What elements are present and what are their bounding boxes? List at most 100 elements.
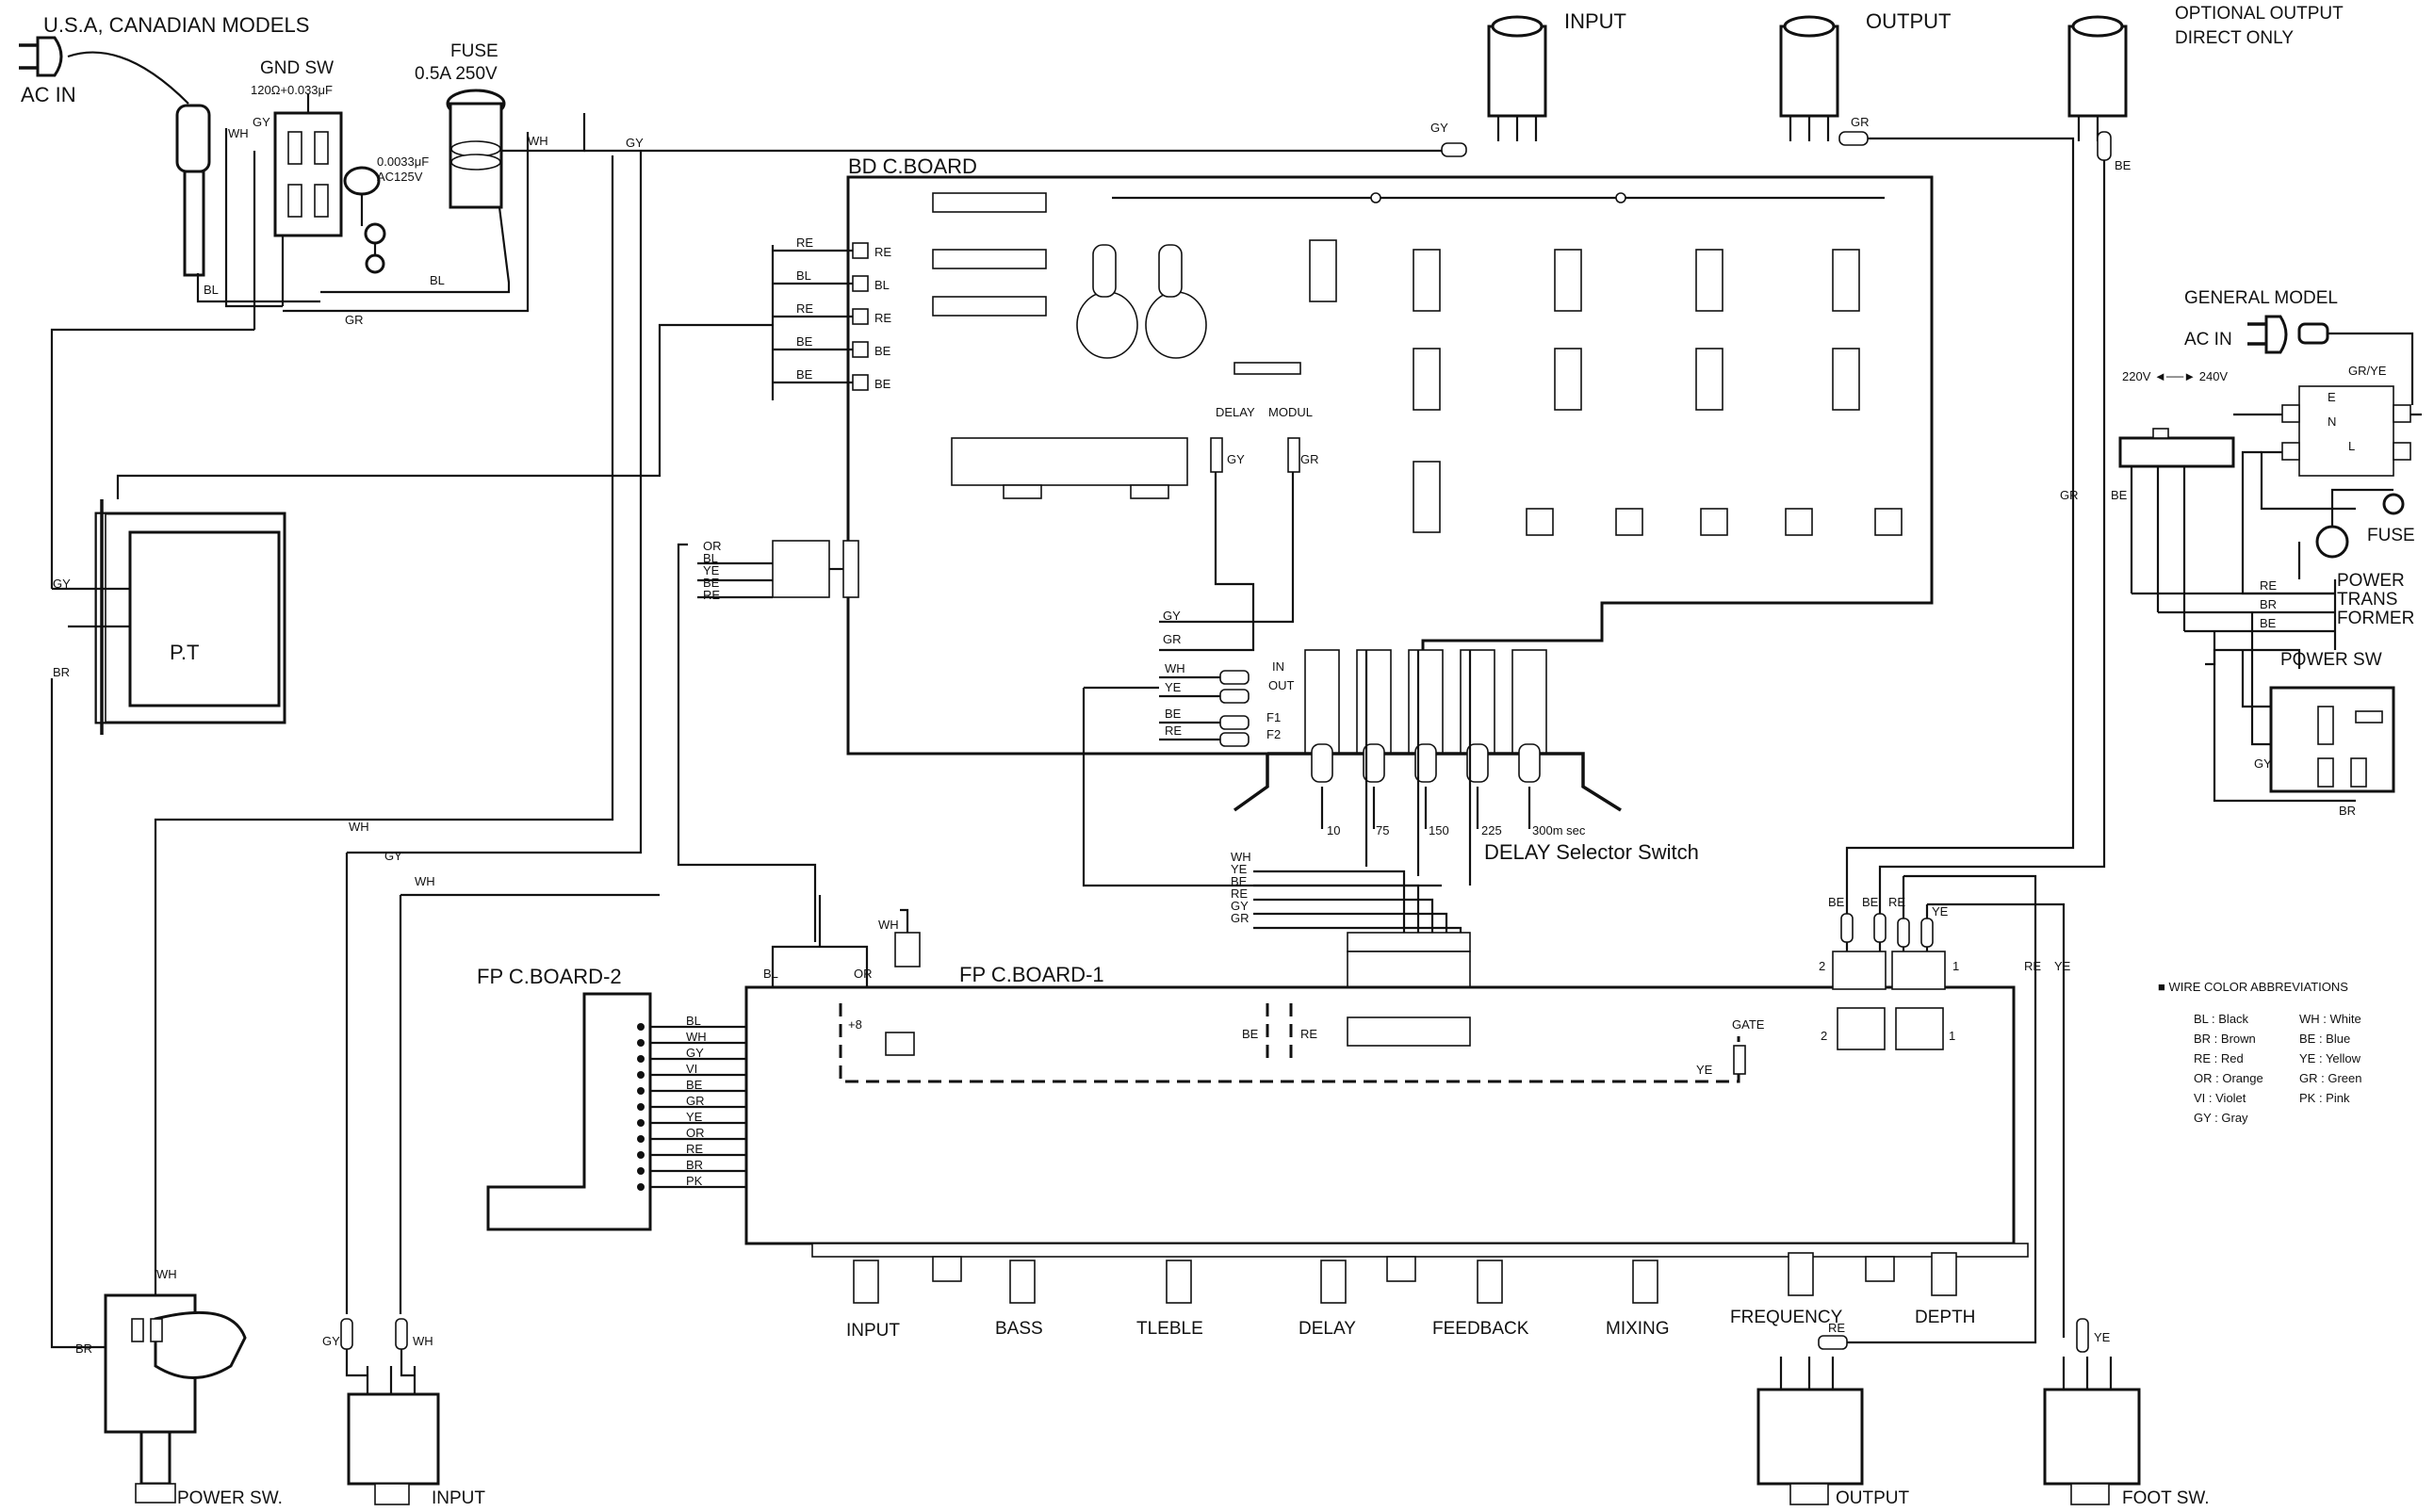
bd-left-wire-2: RE bbox=[796, 301, 813, 316]
delay-bundle-3: RE bbox=[1231, 886, 1248, 901]
wire-label-wh-long: WH bbox=[349, 820, 369, 834]
gm-wire-re: RE bbox=[2260, 578, 2277, 593]
plus8-label: +8 bbox=[848, 1017, 862, 1032]
f2-label: F2 bbox=[1266, 727, 1281, 741]
knob-label-mixing: MIXING bbox=[1606, 1319, 1670, 1339]
fp2-wire-1: WH bbox=[686, 1030, 707, 1044]
io-wire-3: RE bbox=[1165, 723, 1182, 738]
sc-wire-0: OR bbox=[703, 539, 722, 553]
us-canadian-label: U.S.A, CANADIAN MODELS bbox=[43, 13, 309, 37]
front-panel-knobs bbox=[853, 1252, 1957, 1304]
wire-label-be-opt: BE bbox=[2115, 158, 2132, 172]
fp-conn1-inner: 1 bbox=[1949, 1029, 1955, 1043]
gm-wire-be: BE bbox=[2260, 616, 2277, 630]
fp2-wire-6: YE bbox=[686, 1110, 703, 1124]
delay-selector-switch bbox=[1233, 649, 1622, 829]
bd-left-terminals bbox=[773, 242, 869, 391]
small-connector bbox=[677, 540, 859, 942]
wire-label-re-bout: RE bbox=[1828, 1321, 1845, 1335]
gm-wire-br-sw: BR bbox=[2339, 804, 2356, 818]
delay-modul-connector bbox=[1159, 437, 1300, 652]
delay-bundle bbox=[1253, 650, 1472, 990]
capacitor bbox=[343, 166, 386, 274]
delay-pos-0: 10 bbox=[1327, 823, 1340, 837]
f1-label: F1 bbox=[1266, 710, 1281, 724]
fp-right-connectors bbox=[1832, 874, 2066, 1338]
ac-in-label: AC IN bbox=[21, 83, 76, 106]
optional-output-jack bbox=[1878, 15, 2128, 914]
general-trans: TRANS bbox=[2337, 590, 2397, 610]
sc-wire-1: BL bbox=[703, 551, 718, 565]
optional-output-label: OPTIONAL OUTPUT bbox=[2175, 4, 2344, 24]
knob-label-depth: DEPTH bbox=[1915, 1308, 1975, 1327]
wire-label-bl-fuse: BL bbox=[430, 273, 445, 287]
wire-label-gy-delay: GY bbox=[1227, 452, 1245, 466]
fp2-wire-7: OR bbox=[686, 1126, 705, 1140]
wire-label-wh-long2: WH bbox=[415, 874, 435, 888]
gm-wire-br: BR bbox=[2260, 597, 2277, 611]
general-power-sw: POWER SW bbox=[2280, 650, 2382, 670]
wire-label-br-psw: BR bbox=[75, 1341, 92, 1356]
legend-right-0: WH : White bbox=[2299, 1012, 2361, 1026]
knob-label-treble: TLEBLE bbox=[1136, 1319, 1203, 1339]
legend-left-1: BR : Brown bbox=[2194, 1032, 2256, 1046]
wire-label-ye-foot: YE bbox=[2094, 1330, 2111, 1344]
ac-cord-grommet bbox=[175, 104, 320, 303]
ac-plug-us bbox=[19, 36, 189, 105]
general-fuse: FUSE bbox=[2367, 526, 2415, 545]
delay-pos-3: 225 bbox=[1481, 823, 1502, 837]
fp-ye-gate: YE bbox=[1696, 1063, 1713, 1077]
fp-be-mid: BE bbox=[1242, 1027, 1259, 1041]
wire-label-wh: WH bbox=[228, 126, 249, 140]
wire-label-wh-fuse: WH bbox=[528, 134, 548, 148]
modul-small-label: MODUL bbox=[1268, 405, 1313, 419]
wire-label-gr-vert: GR bbox=[2060, 488, 2079, 502]
legend-left-2: RE : Red bbox=[2194, 1051, 2244, 1065]
fp-board1-label: FP C.BOARD-1 bbox=[959, 963, 1104, 986]
delay-bundle-0: WH bbox=[1231, 850, 1251, 864]
legend-left-5: GY : Gray bbox=[2194, 1111, 2248, 1125]
knob-label-bass: BASS bbox=[995, 1319, 1043, 1339]
bd-left-wire-4: BE bbox=[796, 367, 813, 382]
foot-sw-label: FOOT SW. bbox=[2122, 1488, 2210, 1508]
fp-bl-top: BL bbox=[763, 967, 778, 981]
delay-pos-2: 150 bbox=[1429, 823, 1449, 837]
wire-label-wh-psw: WH bbox=[156, 1267, 177, 1281]
wire-label-gy-bd: GY bbox=[1163, 609, 1181, 623]
fp-conn2-inner: 2 bbox=[1821, 1029, 1827, 1043]
delay-selector-label: DELAY Selector Switch bbox=[1484, 840, 1699, 864]
wire-label-gy-bin: GY bbox=[322, 1334, 340, 1348]
fp-ye-side: YE bbox=[2054, 959, 2071, 973]
fp2-wire-10: PK bbox=[686, 1174, 703, 1188]
gnd-sw-label: GND SW bbox=[260, 58, 334, 78]
delay-bundle-2: BE bbox=[1231, 874, 1248, 888]
fp-re-side: RE bbox=[2024, 959, 2041, 973]
bd-right-wire-3: BE bbox=[874, 344, 891, 358]
fp-conn1-label: 1 bbox=[1952, 959, 1959, 973]
fp-circuit-board-1 bbox=[744, 895, 2029, 1258]
general-model-title: GENERAL MODEL bbox=[2184, 288, 2338, 308]
io-wire-0: WH bbox=[1165, 661, 1185, 675]
delay-bundle-4: GY bbox=[1231, 899, 1249, 913]
bd-right-wire-1: BL bbox=[874, 278, 890, 292]
legend-right-1: BE : Blue bbox=[2299, 1032, 2350, 1046]
cap-value-label: 0.0033μF bbox=[377, 154, 429, 169]
general-ac-in: AC IN bbox=[2184, 330, 2232, 350]
legend-left-3: OR : Orange bbox=[2194, 1071, 2263, 1085]
power-sw-label: POWER SW. bbox=[177, 1488, 283, 1508]
gnd-switch bbox=[273, 94, 343, 237]
wire-label-gr-modul: GR bbox=[1300, 452, 1319, 466]
fp2-wire-0: BL bbox=[686, 1014, 701, 1028]
bd-left-wire-1: BL bbox=[796, 268, 811, 283]
fp-wh-top: WH bbox=[878, 918, 899, 932]
top-input-jack bbox=[1441, 15, 1547, 157]
bottom-input-label: INPUT bbox=[432, 1488, 485, 1508]
fuse-holder bbox=[320, 89, 586, 294]
fp-or-top: OR bbox=[854, 967, 873, 981]
sc-wire-4: RE bbox=[703, 588, 720, 602]
wire-label-br-pt: BR bbox=[53, 665, 70, 679]
fp2-wire-9: BR bbox=[686, 1158, 703, 1172]
wire-label-gy-top: GY bbox=[626, 136, 644, 150]
delay-small-label: DELAY bbox=[1216, 405, 1255, 419]
legend-left-4: VI : Violet bbox=[2194, 1091, 2246, 1105]
